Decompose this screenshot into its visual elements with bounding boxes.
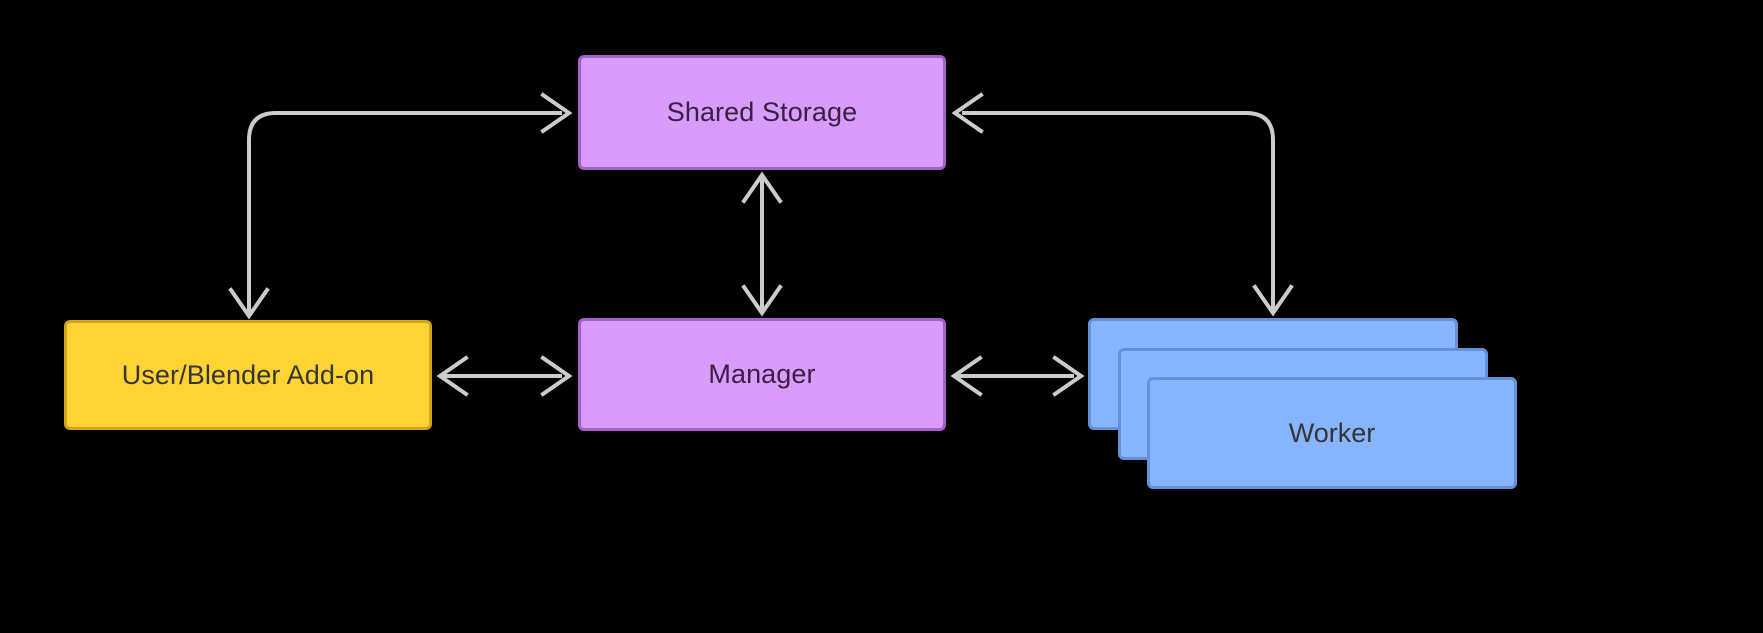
node-user-blender-addon[interactable]: User/Blender Add-on xyxy=(64,320,432,430)
node-manager-label: Manager xyxy=(708,359,816,390)
edge-shared-storage-to-manager xyxy=(741,171,783,317)
node-manager[interactable]: Manager xyxy=(578,318,946,431)
edge-manager-to-worker xyxy=(950,355,1085,397)
node-worker-stack[interactable]: Worker xyxy=(1088,318,1520,490)
worker-card-front[interactable]: Worker xyxy=(1147,377,1517,489)
edge-worker-to-shared-storage xyxy=(951,92,1294,317)
node-user-blender-addon-label: User/Blender Add-on xyxy=(121,359,375,390)
node-worker-label: Worker xyxy=(1288,417,1376,448)
edge-user-addon-to-shared-storage xyxy=(228,92,573,320)
node-shared-storage-label: Shared Storage xyxy=(666,97,858,128)
edge-user-addon-to-manager xyxy=(436,355,573,397)
node-shared-storage[interactable]: Shared Storage xyxy=(578,55,946,170)
